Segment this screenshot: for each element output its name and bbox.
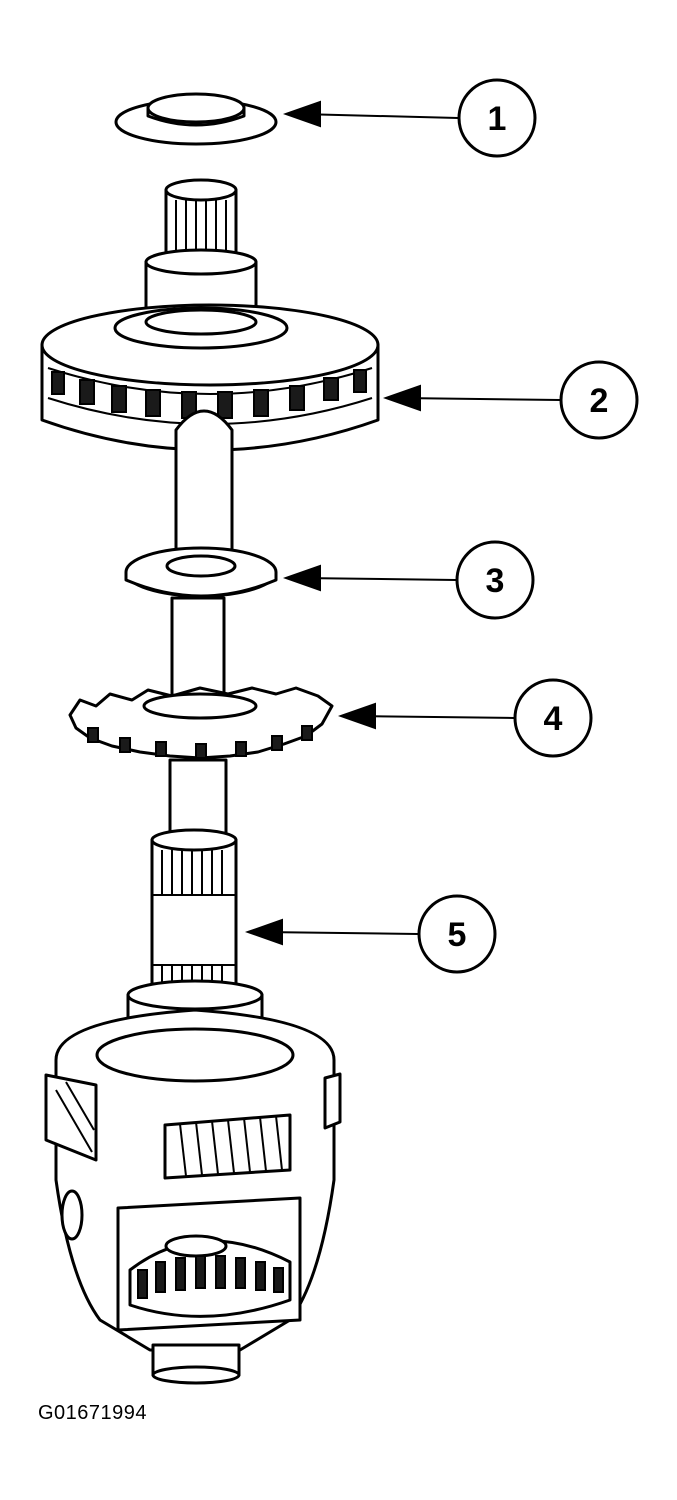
callout-4-label: 4 xyxy=(544,700,563,738)
callout-4: 4 xyxy=(337,678,593,758)
part-5-splined-sleeve xyxy=(150,828,238,1004)
callout-3-label: 3 xyxy=(486,562,505,600)
shaft-segment-lower xyxy=(168,758,228,842)
callout-3: 3 xyxy=(282,540,535,620)
part-1-cap xyxy=(114,92,278,146)
differential-case xyxy=(44,979,342,1385)
figure-code: G01671994 xyxy=(38,1402,148,1424)
part-2-gear-shaft xyxy=(40,178,380,452)
callout-5-label: 5 xyxy=(448,916,467,954)
callout-1: 1 xyxy=(282,78,537,158)
shaft-pin xyxy=(174,409,234,562)
callout-2-label: 2 xyxy=(590,382,609,420)
callout-2: 2 xyxy=(382,360,639,440)
part-4-toothed-washer xyxy=(68,686,334,760)
part-3-washer xyxy=(124,546,278,598)
callout-1-label: 1 xyxy=(488,100,507,138)
callout-5: 5 xyxy=(244,894,497,974)
